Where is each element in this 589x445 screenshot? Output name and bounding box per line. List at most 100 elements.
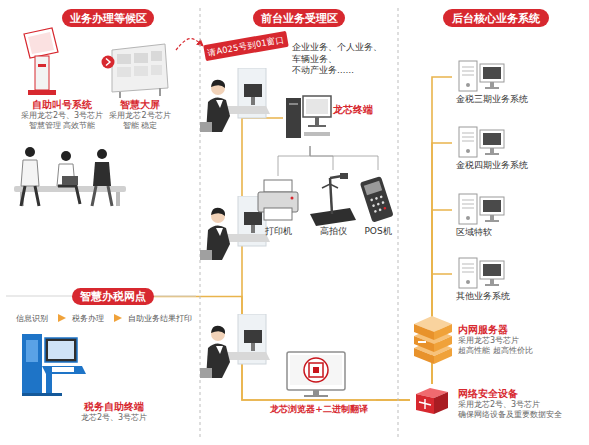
intranet-server-icon <box>434 324 452 340</box>
security-device-icon <box>434 392 448 414</box>
node-heading: 税务自助终端 <box>70 401 158 413</box>
server-icon <box>459 258 504 288</box>
browser-monitor <box>309 363 323 377</box>
section-divider <box>398 8 399 440</box>
waiting-people <box>92 186 112 206</box>
node-heading: 前台业务受理区 <box>261 12 338 25</box>
intranet-server-icon <box>418 341 426 343</box>
waiting-people <box>25 147 35 157</box>
queue-kiosk <box>24 28 58 95</box>
node-heading: 请A025号到01窗口 <box>207 34 285 57</box>
waiting-people <box>116 192 120 206</box>
smart-screen <box>134 53 148 63</box>
pos-machine-icon <box>381 201 384 204</box>
annotation-label: 税务办理 <box>72 313 112 324</box>
smart-screen <box>117 54 131 64</box>
clerk-window <box>200 68 270 378</box>
node-body-text: 采用龙芯3号芯片 超高性能 超高性价比 <box>458 336 540 356</box>
pos-machine-icon <box>377 202 380 205</box>
waiting-people <box>58 186 80 204</box>
clerk-window <box>200 68 270 132</box>
node-heading: 金税四期业务系统 <box>456 160 550 171</box>
printer-icon <box>264 180 292 192</box>
terminal-computer <box>303 96 331 117</box>
waiting-people <box>97 149 107 159</box>
node-heading: 区域特软 <box>456 227 550 238</box>
device-node: POS机 <box>360 170 396 240</box>
pos-machine-icon <box>380 195 383 198</box>
terminal-computer <box>306 99 328 114</box>
waiting-people <box>93 162 111 186</box>
device-node: 金税四期业务系统 <box>452 126 552 172</box>
browser-monitor <box>290 355 342 385</box>
document-camera-icon <box>322 184 338 188</box>
node-heading: 打印机 <box>252 226 304 237</box>
node-heading: 自助叫号系统 <box>16 99 108 111</box>
node-heading: 其他业务系统 <box>456 291 550 302</box>
queue-kiosk <box>28 32 54 54</box>
smart-screen <box>119 92 121 98</box>
self-service-kiosk <box>22 393 62 396</box>
self-service-kiosk <box>22 334 42 394</box>
smart-screen <box>151 65 162 75</box>
call-number-banner: 请A025号到01窗口 <box>203 31 289 61</box>
pos-machine-icon <box>360 176 394 223</box>
security-device-icon <box>416 394 434 414</box>
device-node: 打印机 <box>252 176 304 240</box>
device-node: 智慧大屏采用龙芯2号芯片 智能 稳定 <box>104 40 176 134</box>
smart-screen <box>159 88 161 96</box>
pos-machine-icon <box>364 181 382 195</box>
node-body-text: 采用龙芯2号芯片 智能 稳定 <box>104 111 176 131</box>
smart-screen <box>117 67 131 77</box>
node-heading: 网络安全设备 <box>458 388 586 400</box>
terminal-computer <box>286 98 301 138</box>
annotation-label: 企业业务、个人业务、车辆业务、不动产业务…… <box>292 42 396 77</box>
annotation-label: 信息识别 <box>16 313 56 324</box>
device-node: 龙芯终端 <box>283 90 383 146</box>
waiting-people <box>21 186 39 206</box>
server-icon <box>459 194 504 224</box>
self-service-kiosk <box>45 338 77 362</box>
node-heading: 内网服务器 <box>458 324 540 336</box>
connector-line <box>310 146 378 170</box>
device-node: 金税三期业务系统 <box>452 60 552 106</box>
device-node: 区域特软 <box>452 193 552 239</box>
security-device-icon <box>416 388 448 414</box>
intranet-server-icon <box>414 324 434 340</box>
waiting-people <box>62 176 78 185</box>
clerk-window <box>200 314 270 378</box>
pos-machine-icon <box>360 176 394 223</box>
pos-machine-icon <box>383 207 386 210</box>
section-divider <box>6 8 398 440</box>
browser-monitor <box>304 358 328 382</box>
node-heading: 龙芯终端 <box>333 104 381 116</box>
self-service-kiosk <box>26 340 38 362</box>
pos-machine-icon <box>379 208 382 211</box>
annotation-label: 自助业务结果打印 <box>128 313 198 324</box>
device-node: 其他业务系统 <box>452 257 552 303</box>
smart-screen <box>151 51 162 61</box>
browser-monitor <box>313 367 319 373</box>
pos-machine-icon <box>375 197 378 200</box>
printer-icon <box>258 180 298 220</box>
document-camera-icon <box>340 173 348 179</box>
node-heading: 业务办理等候区 <box>70 12 147 25</box>
self-service-kiosk <box>52 367 74 372</box>
printer-icon <box>264 208 292 220</box>
node-heading: 金税三期业务系统 <box>456 94 550 105</box>
section-header-pill: 后台核心业务系统 <box>443 9 549 27</box>
smart-screen <box>106 59 110 66</box>
waiting-people <box>14 147 126 206</box>
browser-monitor <box>287 352 345 397</box>
self-service-kiosk <box>22 334 86 396</box>
flow-arrow <box>114 314 122 322</box>
node-heading: 后台核心业务系统 <box>452 12 540 25</box>
section-header-pill: 前台业务受理区 <box>253 9 345 27</box>
server-icon <box>459 61 504 91</box>
self-service-kiosk <box>42 366 86 374</box>
connector-line <box>432 210 452 384</box>
document-camera-icon <box>310 173 356 226</box>
pos-machine-icon <box>360 176 394 223</box>
node-heading: 高拍仪 <box>306 226 360 237</box>
